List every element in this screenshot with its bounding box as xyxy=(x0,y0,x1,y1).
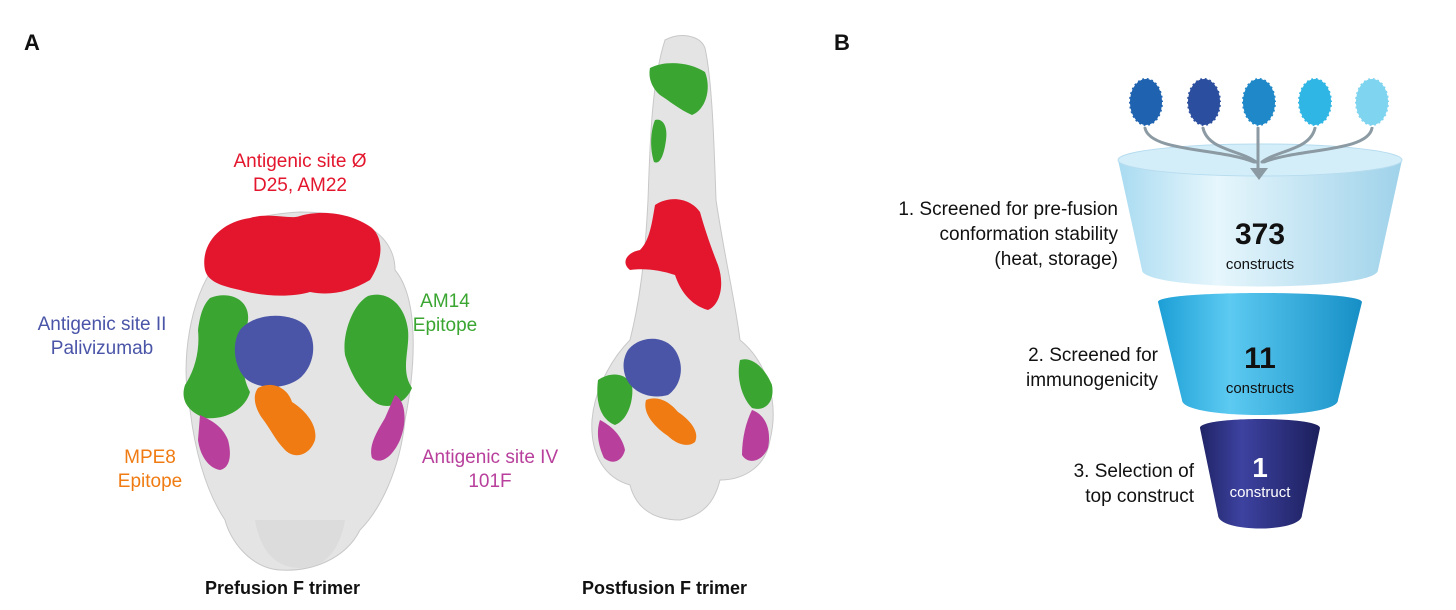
prefusion-site2 xyxy=(235,316,313,387)
prefusion-trimer xyxy=(184,212,414,570)
label-site2-line1: Antigenic site II xyxy=(12,313,192,337)
label-am14-line1: AM14 xyxy=(400,290,490,314)
molecule-icons xyxy=(1129,78,1389,126)
label-site4-line2: 101F xyxy=(405,470,575,494)
label-mpe8: MPE8 Epitope xyxy=(100,446,200,494)
step-2-line2: immunogenicity xyxy=(900,368,1158,393)
step-3-unit: construct xyxy=(1190,484,1330,501)
step-1-text: 1. Screened for pre-fusion conformation … xyxy=(800,197,1118,272)
label-site4: Antigenic site IV 101F xyxy=(405,446,575,494)
prefusion-site0 xyxy=(204,213,380,296)
step-1-line2: conformation stability xyxy=(800,222,1118,247)
postfusion-trimer xyxy=(592,36,773,520)
step-3-text: 3. Selection of top construct xyxy=(960,459,1194,509)
step-3-count: 1 xyxy=(1190,452,1330,484)
molecule-icon-4 xyxy=(1298,78,1332,126)
step-2-text: 2. Screened for immunogenicity xyxy=(900,343,1158,393)
step-3-line1: 3. Selection of xyxy=(960,459,1194,484)
step-1-unit: constructs xyxy=(1190,256,1330,273)
label-site2-line2: Palivizumab xyxy=(12,337,192,361)
label-site0-line2: D25, AM22 xyxy=(200,174,400,198)
label-site0-line1: Antigenic site Ø xyxy=(200,150,400,174)
molecule-icon-5 xyxy=(1355,78,1389,126)
step-1-line3: (heat, storage) xyxy=(800,247,1118,272)
step-1-count: 373 xyxy=(1190,218,1330,252)
label-site2: Antigenic site II Palivizumab xyxy=(12,313,192,361)
label-site4-line1: Antigenic site IV xyxy=(405,446,575,470)
panel-b-letter: B xyxy=(834,30,850,56)
step-1-line1: 1. Screened for pre-fusion xyxy=(800,197,1118,222)
label-mpe8-line1: MPE8 xyxy=(100,446,200,470)
caption-prefusion: Prefusion F trimer xyxy=(205,578,360,599)
step-2-line1: 2. Screened for xyxy=(900,343,1158,368)
molecule-icon-1 xyxy=(1129,78,1163,126)
label-am14-line2: Epitope xyxy=(400,314,490,338)
step-2-unit: constructs xyxy=(1190,380,1330,397)
molecule-icon-3 xyxy=(1242,78,1276,126)
label-am14: AM14 Epitope xyxy=(400,290,490,338)
label-site0: Antigenic site Ø D25, AM22 xyxy=(200,150,400,198)
caption-postfusion: Postfusion F trimer xyxy=(582,578,747,599)
step-3-line2: top construct xyxy=(960,484,1194,509)
label-mpe8-line2: Epitope xyxy=(100,470,200,494)
molecule-icon-2 xyxy=(1187,78,1221,126)
step-2-count: 11 xyxy=(1190,342,1330,376)
